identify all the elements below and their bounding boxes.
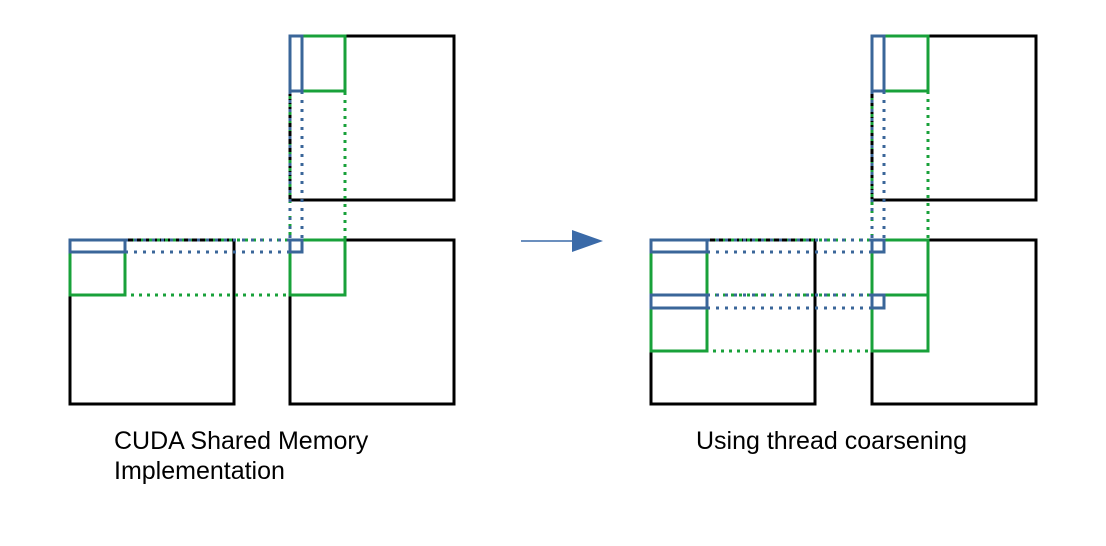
right-green-tile-c1	[870, 238, 930, 297]
right-matrix-b	[870, 34, 1038, 202]
right-green-tile-c2	[870, 293, 930, 353]
right-blue-dotted-strips	[707, 91, 886, 310]
right-caption-line1: Using thread coarsening	[696, 427, 967, 455]
right-blue-tile-b	[870, 34, 886, 93]
right-green-tile-b	[870, 34, 930, 93]
right-blue-tile-a2	[649, 293, 709, 310]
left-green-tile-a	[68, 238, 127, 297]
left-matrix-a	[68, 238, 236, 406]
left-blue-dotted-strips	[125, 91, 304, 254]
left-green-tile-c	[288, 238, 347, 297]
right-green-tile-a1	[649, 238, 709, 297]
left-matrix-b	[288, 34, 456, 202]
right-blue-tile-a1	[649, 238, 709, 254]
right-green-tile-a2	[649, 293, 709, 353]
left-blue-tile-c	[288, 238, 304, 254]
left-caption-line2: Implementation	[114, 457, 285, 485]
left-blue-tile-a	[68, 238, 127, 254]
left-caption: CUDA Shared Memory Implementation	[114, 426, 368, 486]
right-matrix-a	[649, 238, 817, 406]
left-panel	[68, 34, 456, 406]
left-matrix-c	[288, 238, 456, 406]
right-panel	[649, 34, 1038, 406]
left-green-tile-b	[288, 34, 347, 93]
left-caption-line1: CUDA Shared Memory	[114, 427, 369, 455]
right-blue-tile-c1	[870, 238, 886, 254]
left-blue-tile-b	[288, 34, 304, 93]
right-caption: Using thread coarsening	[696, 426, 967, 456]
right-matrix-c	[870, 238, 1038, 406]
transition-arrow	[521, 230, 603, 252]
right-green-dotted-strips	[705, 89, 930, 353]
right-blue-tile-c2	[870, 293, 886, 310]
